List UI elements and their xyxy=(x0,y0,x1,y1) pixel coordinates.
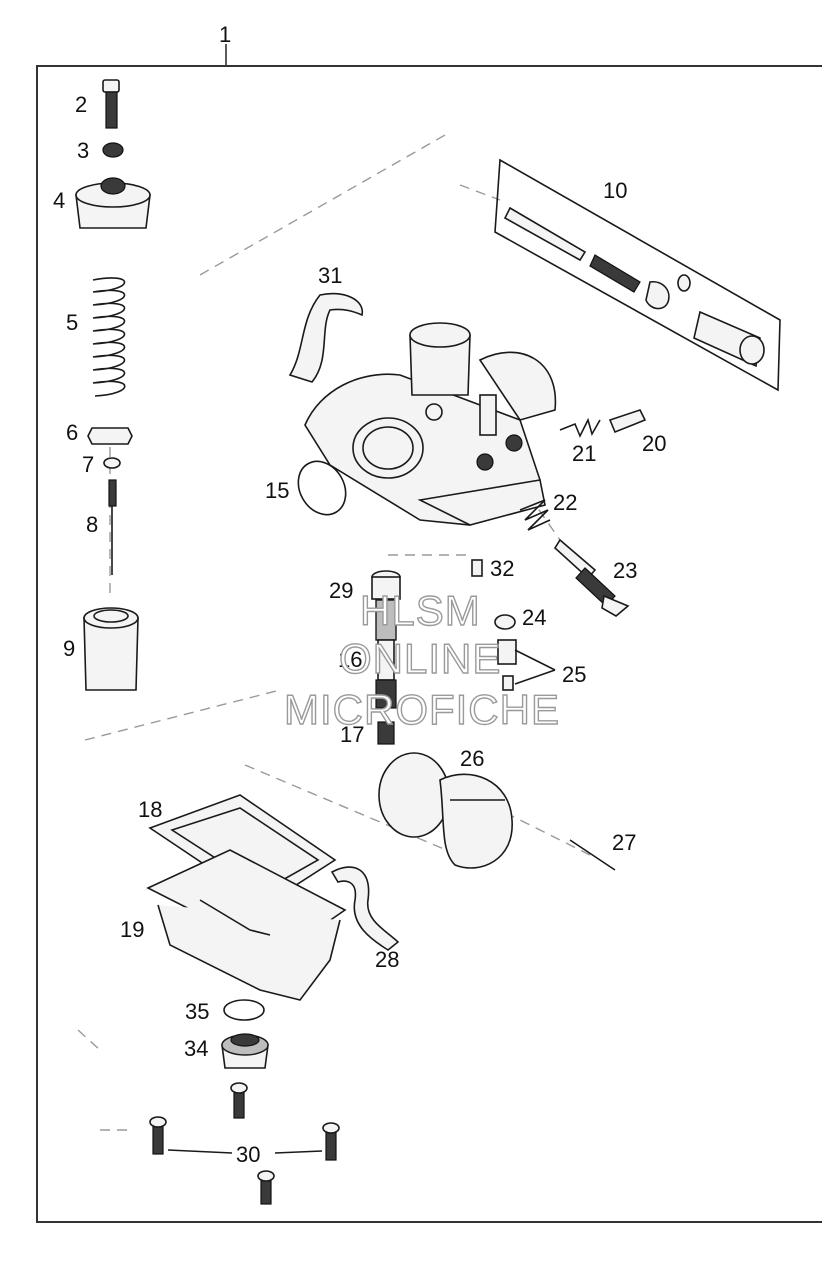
label-8: 8 xyxy=(86,512,98,537)
label-16: 16 xyxy=(338,647,362,672)
part-30-bowl-screws xyxy=(149,1082,340,1205)
watermark-line-3: MICROFICHE xyxy=(284,686,560,733)
carburetor-body xyxy=(304,322,557,526)
part-35-o-ring xyxy=(223,999,265,1021)
label-34: 34 xyxy=(184,1036,208,1061)
label-28: 28 xyxy=(375,947,399,972)
part-27-float-pin xyxy=(569,839,616,871)
label-18: 18 xyxy=(138,797,162,822)
part-23-air-screw xyxy=(553,538,630,617)
label-21: 21 xyxy=(572,441,596,466)
label-17: 17 xyxy=(340,722,364,747)
label-3: 3 xyxy=(77,138,89,163)
part-labels: 1 2 3 4 5 6 7 8 9 10 15 16 17 18 19 20 2… xyxy=(53,22,666,1167)
part-9-throttle-slide xyxy=(83,607,139,691)
label-9: 9 xyxy=(63,636,75,661)
label-27: 27 xyxy=(612,830,636,855)
part-26-float xyxy=(378,752,513,869)
label-assembly: 1 xyxy=(219,22,231,47)
label-22: 22 xyxy=(553,490,577,515)
float-small-parts xyxy=(471,559,556,691)
part-34-drain-plug xyxy=(221,1033,269,1069)
label-26: 26 xyxy=(460,746,484,771)
part-3-nut xyxy=(102,142,124,158)
part-15-gasket xyxy=(297,460,347,516)
label-2: 2 xyxy=(75,92,87,117)
label-35: 35 xyxy=(185,999,209,1024)
part-31-vent-tube xyxy=(288,293,363,383)
label-15: 15 xyxy=(265,478,289,503)
jet-stack xyxy=(371,570,401,745)
label-4: 4 xyxy=(53,188,65,213)
part-4-cap xyxy=(75,177,151,229)
label-6: 6 xyxy=(66,420,78,445)
watermark: HLSM ONLINE MICROFICHE xyxy=(283,586,560,733)
part-7-washer xyxy=(103,457,121,469)
part-6-clip xyxy=(87,427,133,445)
label-20: 20 xyxy=(642,431,666,456)
label-19: 19 xyxy=(120,917,144,942)
label-29: 29 xyxy=(329,578,353,603)
part-21-idle-spring xyxy=(559,417,601,438)
part-19-float-bowl xyxy=(146,849,347,1001)
part-20-idle-screw xyxy=(608,409,647,434)
diagram-frame xyxy=(36,65,822,1223)
label-25: 25 xyxy=(562,662,586,687)
part-10-kit-panel xyxy=(494,158,781,392)
watermark-line-2: ONLINE xyxy=(339,635,501,682)
label-32: 32 xyxy=(490,556,514,581)
label-30: 30 xyxy=(236,1142,260,1167)
part-5-spring xyxy=(92,277,126,397)
label-5: 5 xyxy=(66,310,78,335)
part-2-adjust-screw xyxy=(102,79,120,129)
part-22-spring xyxy=(519,499,551,531)
label-10: 10 xyxy=(603,178,627,203)
part-8-needle xyxy=(108,479,117,575)
part-28-drain-tube xyxy=(330,866,400,951)
label-24: 24 xyxy=(522,605,546,630)
label-31: 31 xyxy=(318,263,342,288)
watermark-line-1: HLSM xyxy=(360,587,481,634)
label-7: 7 xyxy=(82,452,94,477)
label-23: 23 xyxy=(613,558,637,583)
